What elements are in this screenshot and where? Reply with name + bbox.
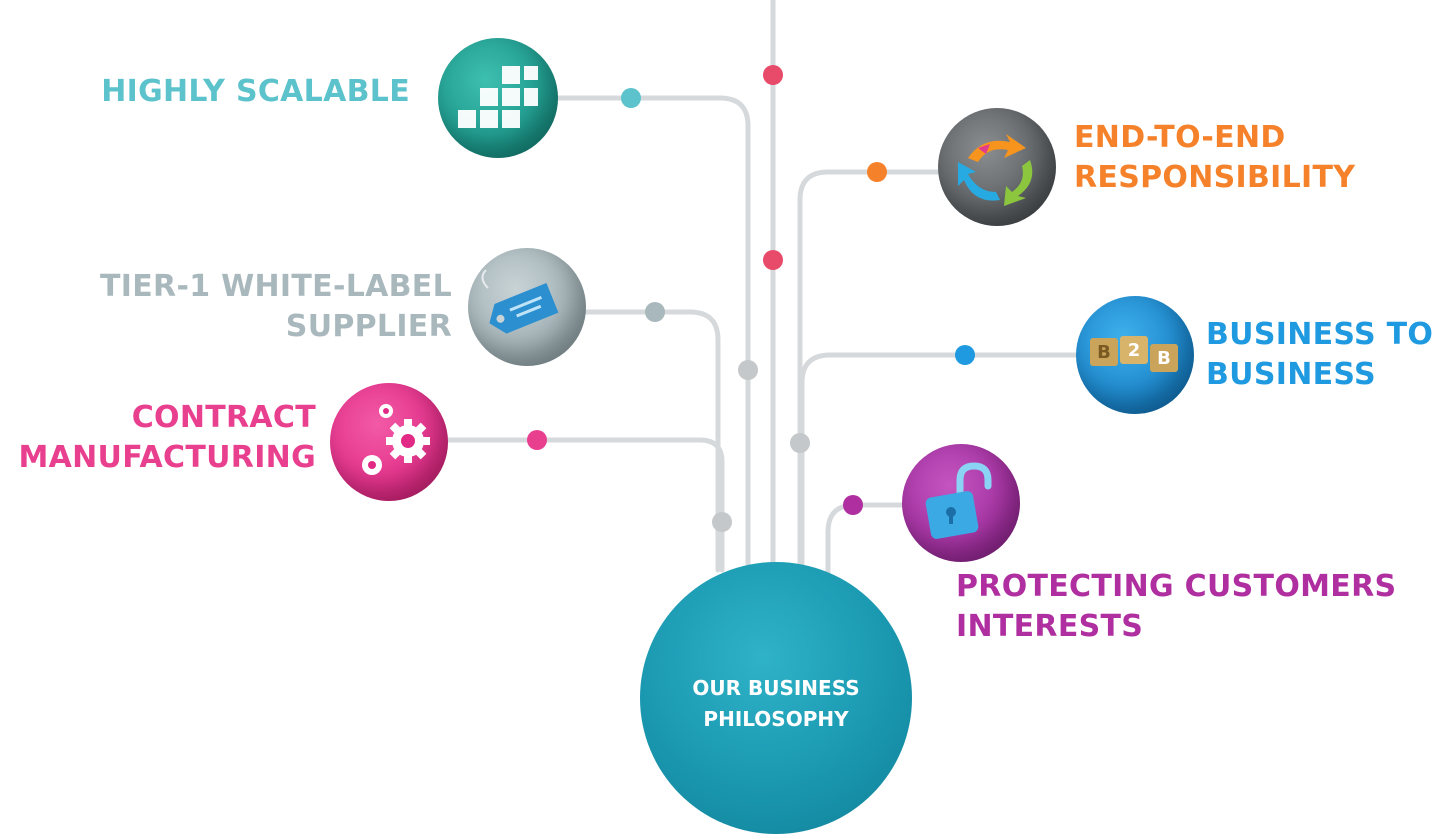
dot-tier1 [645, 302, 665, 322]
dot-gray-2 [790, 433, 810, 453]
tier1-label: TIER-1 WHITE-LABEL SUPPLIER [10, 267, 452, 347]
dot-highly-scalable [621, 88, 641, 108]
hub-label-line2: PHILOSOPHY [703, 707, 849, 731]
tier1-label-line1: TIER-1 WHITE-LABEL [100, 269, 452, 304]
contract-label-line2: MANUFACTURING [18, 440, 316, 475]
protecting-label-line1: PROTECTING CUSTOMERS [956, 569, 1397, 604]
contract-label-line1: CONTRACT [131, 400, 316, 435]
hub-label-line1: OUR BUSINESS [692, 676, 860, 700]
b2b-letter-2: 2 [1128, 340, 1141, 361]
end-to-end-label-line1: END-TO-END [1074, 120, 1286, 155]
dot-protecting [843, 495, 863, 515]
highly-scalable-label-line1: HIGHLY SCALABLE [101, 74, 410, 109]
tier1-label-line2: SUPPLIER [285, 309, 452, 344]
connector-highly-scalable [552, 95, 751, 573]
b2b-label: BUSINESS TO BUSINESS [1206, 315, 1433, 395]
dot-gray-1 [738, 360, 758, 380]
connector-protecting [825, 502, 908, 578]
cycle-arrows-icon [938, 108, 1056, 226]
stairs-blocks-icon [438, 38, 558, 158]
gears-icon [330, 383, 448, 501]
price-tag-icon [468, 248, 586, 366]
protecting-label: PROTECTING CUSTOMERS INTERESTS [956, 567, 1396, 647]
b2b-letter-3: B [1157, 348, 1171, 369]
end-to-end-label-line2: RESPONSIBILITY [1074, 160, 1356, 195]
b2b-blocks-icon: B 2 B [1076, 296, 1194, 414]
connector-tier1 [582, 309, 721, 573]
dot-trunk-red-2 [763, 250, 783, 270]
b2b-letter-1: B [1097, 342, 1111, 363]
connector-lines [442, 0, 1081, 578]
open-padlock-icon [902, 444, 1020, 562]
b2b-label-line2: BUSINESS [1206, 357, 1376, 392]
highly-scalable-label: HIGHLY SCALABLE [40, 72, 410, 112]
connector-b2b [799, 352, 1081, 573]
connector-end-to-end [797, 169, 943, 573]
hub-label: OUR BUSINESS PHILOSOPHY [640, 673, 912, 735]
dot-contract [527, 430, 547, 450]
dot-trunk-red-1 [763, 65, 783, 85]
end-to-end-label: END-TO-END RESPONSIBILITY [1074, 118, 1355, 198]
dot-gray-3 [712, 512, 732, 532]
contract-label: CONTRACT MANUFACTURING [0, 398, 316, 478]
protecting-label-line2: INTERESTS [956, 609, 1144, 644]
b2b-label-line1: BUSINESS TO [1206, 317, 1434, 352]
connector-contract [442, 437, 725, 573]
dot-b2b [955, 345, 975, 365]
dot-end-to-end [867, 162, 887, 182]
